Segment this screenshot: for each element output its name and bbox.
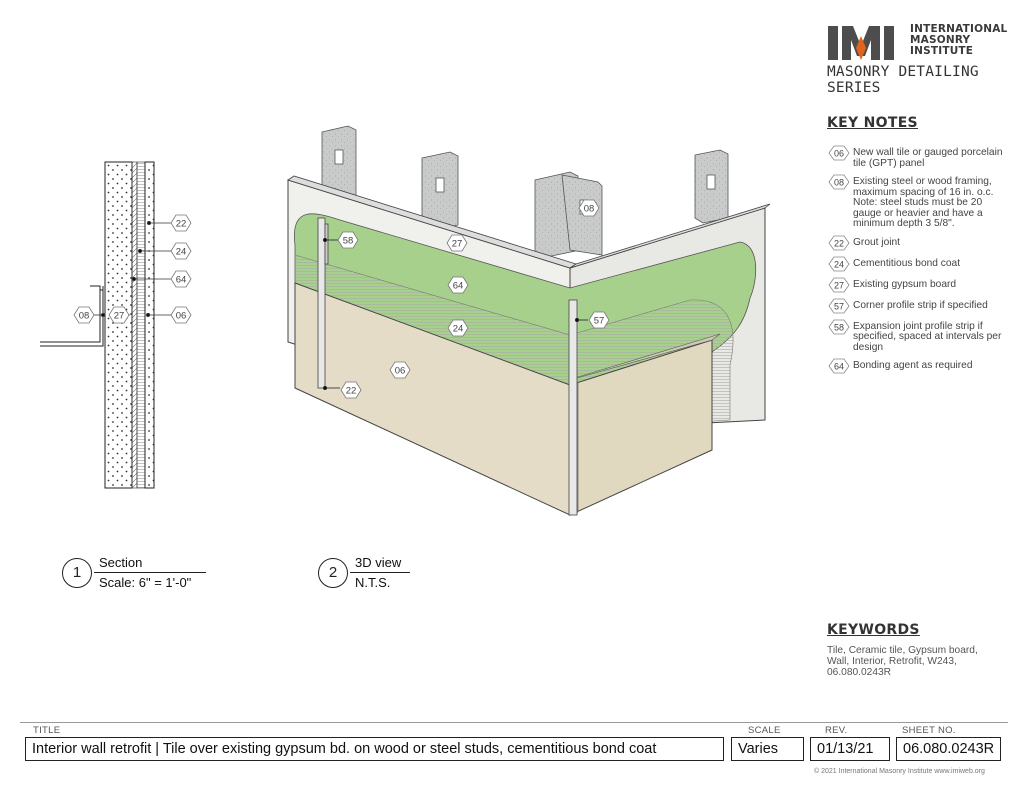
key-note-text: Corner profile strip if specified xyxy=(853,299,988,311)
iso-view-title: 3D view xyxy=(355,555,402,570)
iso-hex-08 xyxy=(578,199,600,217)
key-note-text: Existing steel or wood framing, maximum … xyxy=(853,176,994,229)
key-note-item: 64 Bonding agent as required xyxy=(827,358,1007,374)
iso-view-number: 2 xyxy=(318,558,348,588)
iso-view-scale: N.T.S. xyxy=(355,575,391,590)
key-note-id: 06 xyxy=(834,148,844,158)
rev-field: 01/13/21 xyxy=(810,737,890,761)
key-note-hex-icon: 58 xyxy=(828,319,850,334)
iso-callout-22: 22 xyxy=(346,386,357,397)
section-callout-27: 27 xyxy=(114,311,125,322)
key-note-item: 24 Cementitious bond coat xyxy=(827,256,1007,272)
section-callout-64: 64 xyxy=(176,275,187,286)
key-note-hex-icon: 27 xyxy=(828,277,850,292)
key-note-text: Bonding agent as required xyxy=(853,360,973,371)
key-note-text: New wall tile or gauged porcelain tile (… xyxy=(853,147,1003,169)
iso-hex-57 xyxy=(588,311,610,329)
key-note-text: Grout joint xyxy=(853,236,900,248)
key-note-text: Cementitious bond coat xyxy=(853,257,961,269)
scale-field: Varies xyxy=(731,737,804,761)
logo-line-1: INTERNATIONAL xyxy=(910,23,1008,35)
key-note-id: 58 xyxy=(834,322,844,332)
iso-callout-08: 08 xyxy=(584,204,595,215)
section-gypsum-board xyxy=(104,161,133,489)
iso-callout-27: 27 xyxy=(452,239,463,250)
section-callout-06: 06 xyxy=(176,311,187,322)
key-notes-heading: KEY NOTES xyxy=(827,115,918,131)
key-note-hex-icon: 24 xyxy=(828,256,850,271)
key-note-item: 58 Expansion joint profile strip if speci… xyxy=(827,319,1007,354)
iso-hex-27 xyxy=(446,234,468,252)
iso-drawing: 27 58 08 64 57 24 06 22 xyxy=(287,125,771,516)
section-bonding-agent xyxy=(131,161,138,489)
key-note-hex-icon: 22 xyxy=(828,235,850,250)
iso-hex-06 xyxy=(389,361,411,379)
key-note-hex-icon: 08 xyxy=(828,174,850,190)
keywords-heading: KEYWORDS xyxy=(827,622,920,638)
key-note-id: 22 xyxy=(834,238,844,248)
key-note-text: Expansion joint profile strip if specifi… xyxy=(853,320,1002,353)
key-note-text: Existing gypsum board xyxy=(853,278,957,290)
section-callout-08: 08 xyxy=(79,311,90,322)
series-title: MASONRY DETAILING SERIES xyxy=(827,64,979,96)
iso-callout-06: 06 xyxy=(395,366,406,377)
key-note-id: 57 xyxy=(834,301,844,311)
imi-logo: INTERNATIONAL MASONRY INSTITUTE xyxy=(826,22,1008,84)
logo-line-2: MASONRY xyxy=(910,34,971,46)
title-block-rule xyxy=(20,722,1008,723)
scale-label: SCALE xyxy=(748,725,781,736)
rev-label: REV. xyxy=(825,725,848,736)
title-label: TITLE xyxy=(33,725,61,736)
section-callout-22: 22 xyxy=(176,219,187,230)
section-bond-coat xyxy=(136,161,146,489)
copyright: © 2021 International Masonry Institute w… xyxy=(814,768,985,775)
key-note-id: 08 xyxy=(834,177,844,187)
section-view-number: 1 xyxy=(62,558,92,588)
section-view-title: Section xyxy=(99,555,143,570)
section-drawing: 22 24 64 06 08 27 xyxy=(40,161,192,489)
key-note-item: 08 Existing steel or wood framing, maximu… xyxy=(827,174,1007,230)
key-note-id: 64 xyxy=(834,361,844,371)
key-notes-list: 06 New wall tile or gauged porcelain tile… xyxy=(827,145,1007,379)
iso-callout-24: 24 xyxy=(453,324,464,335)
expansion-joint-strip xyxy=(317,217,329,389)
iso-hex-64 xyxy=(447,276,469,294)
imi-logo-mark-icon xyxy=(828,26,894,60)
iso-hex-58 xyxy=(337,231,359,249)
keywords-text: Tile, Ceramic tile, Gypsum board, Wall, … xyxy=(827,645,978,678)
key-note-hex-icon: 57 xyxy=(828,298,850,313)
logo-line-3: INSTITUTE xyxy=(910,45,974,57)
section-callout-24: 24 xyxy=(176,247,187,258)
sheet-label: SHEET NO. xyxy=(902,725,956,736)
key-note-item: 27 Existing gypsum board xyxy=(827,277,1007,293)
key-note-item: 22 Grout joint xyxy=(827,235,1007,251)
section-view-underline xyxy=(94,572,206,573)
title-field: Interior wall retrofit | Tile over exist… xyxy=(25,737,724,761)
key-note-item: 57 Corner profile strip if specified xyxy=(827,298,1007,314)
key-note-hex-icon: 64 xyxy=(828,358,850,374)
iso-callout-58: 58 xyxy=(343,236,354,247)
corner-profile-strip xyxy=(568,299,578,516)
key-note-hex-icon: 06 xyxy=(828,145,850,161)
key-note-item: 06 New wall tile or gauged porcelain tile… xyxy=(827,145,1007,169)
key-note-id: 24 xyxy=(834,259,844,269)
iso-callout-57: 57 xyxy=(594,316,605,327)
iso-hex-22 xyxy=(340,381,362,399)
iso-callout-64: 64 xyxy=(453,281,464,292)
iso-view-underline xyxy=(350,572,410,573)
sheet-field: 06.080.0243R xyxy=(896,737,1001,761)
key-note-id: 27 xyxy=(834,280,844,290)
section-tile xyxy=(144,161,155,489)
iso-hex-24 xyxy=(447,319,469,337)
section-view-scale: Scale: 6" = 1'-0" xyxy=(99,575,192,590)
